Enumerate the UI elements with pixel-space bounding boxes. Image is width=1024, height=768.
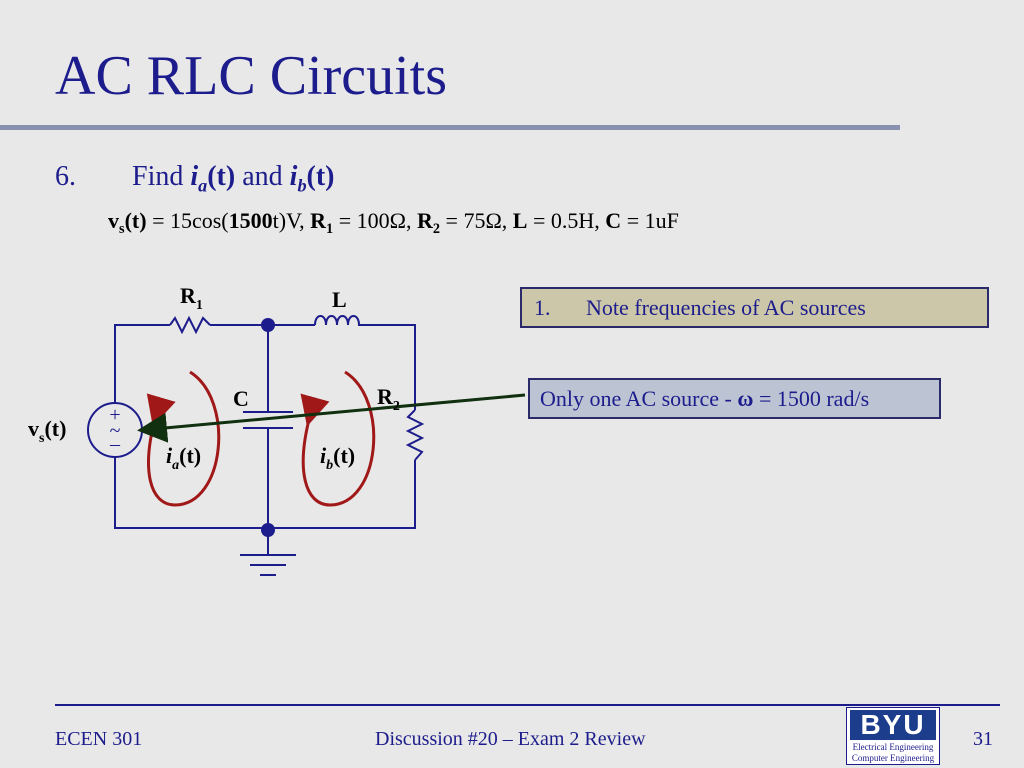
- label-r1: R1: [180, 283, 203, 313]
- note-2-prefix: Only one AC source -: [540, 385, 732, 411]
- c-value: 1uF: [644, 208, 679, 233]
- label-l: L: [332, 287, 347, 312]
- label-vs: vs(t): [28, 416, 66, 446]
- circuit-wires: [114, 324, 416, 555]
- inductor-l: [314, 315, 365, 326]
- pointer-arrow: [137, 393, 526, 443]
- source-tilde-sign: ~: [110, 420, 121, 442]
- note-1-number: 1.: [534, 294, 551, 320]
- note-box-2: Only one AC source - ω = 1500 rad/s: [528, 378, 941, 419]
- capacitor-c: [243, 411, 293, 429]
- loop-b: [300, 370, 376, 507]
- omega-symbol: ω: [737, 385, 754, 411]
- r1-value: 100Ω,: [356, 208, 412, 233]
- given-values: vs(t) = 15cos(1500t)V, R1 = 100Ω, R2 = 7…: [108, 208, 679, 237]
- label-c: C: [233, 386, 249, 411]
- footer-title: Discussion #20 – Exam 2 Review: [375, 728, 646, 750]
- label-ia: ia(t): [166, 443, 201, 473]
- footer-page-number: 31: [973, 728, 993, 750]
- problem-number: 6.: [55, 161, 76, 192]
- resistor-r1: [169, 315, 211, 335]
- title-divider: [0, 125, 900, 130]
- logo-line-2: Computer Engineering: [851, 753, 935, 763]
- note-2-value: = 1500 rad/s: [758, 385, 870, 411]
- ground-symbol: [240, 554, 296, 576]
- loop-a: [146, 370, 221, 507]
- label-ib: ib(t): [320, 443, 355, 473]
- problem-statement: 6. Find ia(t) and ib(t): [55, 160, 335, 197]
- r2-value: 75Ω,: [463, 208, 508, 233]
- source-plus-sign: +: [109, 404, 120, 426]
- node-bottom: [261, 523, 275, 537]
- byu-logo: BYU Electrical Engineering Computer Engi…: [846, 707, 940, 765]
- vs-value: 15cos(: [169, 208, 229, 233]
- source-minus-sign: –: [109, 433, 121, 455]
- find-word: Find: [132, 161, 184, 192]
- footer-course: ECEN 301: [55, 728, 143, 750]
- and-word: and: [242, 161, 283, 192]
- logo-wordmark: BYU: [850, 710, 936, 740]
- resistor-r2: [405, 409, 425, 461]
- ib-symbol: ib(t): [289, 161, 335, 196]
- node-top: [261, 318, 275, 332]
- footer-divider: [55, 704, 1000, 706]
- slide-title: AC RLC Circuits: [55, 45, 448, 107]
- label-r2: R2: [377, 384, 400, 414]
- note-1-text: Note frequencies of AC sources: [586, 294, 866, 320]
- vs-frequency: 1500: [228, 208, 273, 233]
- logo-line-1: Electrical Engineering: [852, 742, 934, 752]
- l-value: 0.5H,: [550, 208, 600, 233]
- ia-symbol: ia(t): [190, 161, 236, 196]
- note-box-1: 1. Note frequencies of AC sources: [520, 287, 989, 328]
